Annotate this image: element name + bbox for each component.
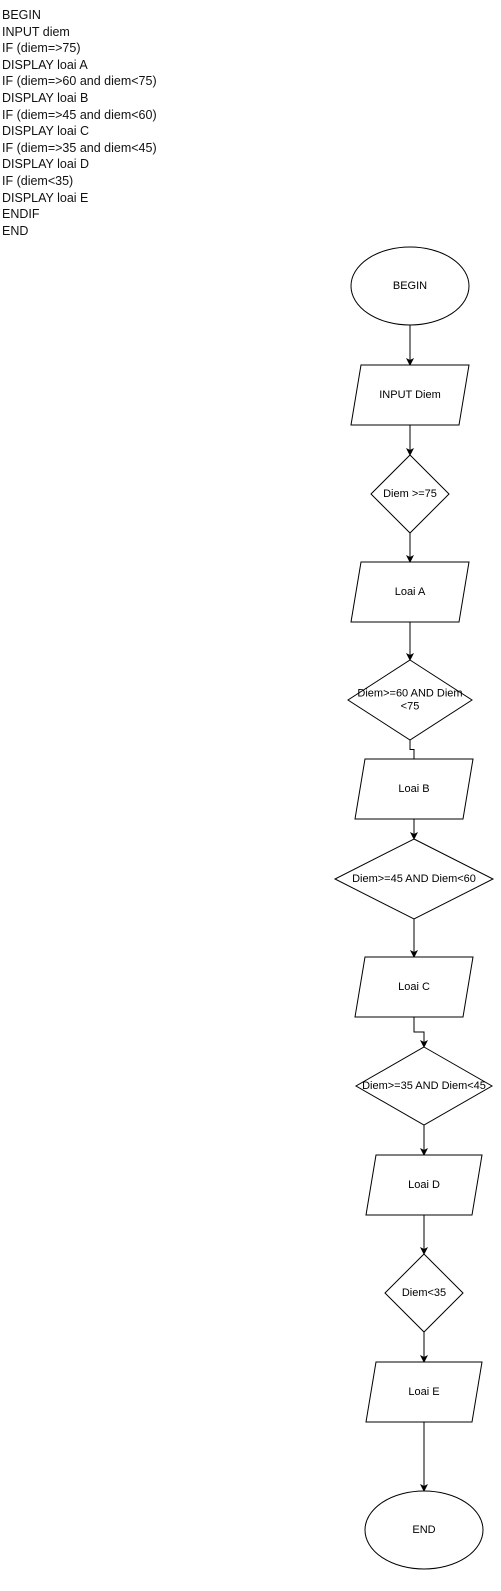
node-loai-d: Loai D	[365, 1154, 483, 1216]
io-shape	[350, 364, 470, 426]
node-label: INPUT Diem	[379, 389, 441, 401]
terminator-shape	[364, 1490, 484, 1570]
node-label: <75	[401, 700, 420, 712]
node-label: Diem>=60 AND Diem	[357, 687, 462, 699]
node-label: Diem>=35 AND Diem<45	[362, 1080, 486, 1092]
node-label: Loai E	[408, 1386, 439, 1398]
decision-shape	[384, 1253, 464, 1333]
node-cond2: Diem>=60 AND Diem<75	[347, 659, 473, 741]
node-cond4: Diem>=35 AND Diem<45	[354, 1046, 494, 1126]
decision-shape	[347, 659, 473, 741]
terminator-shape	[350, 246, 470, 326]
pseudocode-line: DISPLAY loai A	[2, 57, 88, 72]
decision-shape	[333, 838, 495, 920]
io-shape	[365, 1154, 483, 1216]
node-input: INPUT Diem	[350, 364, 470, 426]
node-label: Diem >=75	[383, 488, 437, 500]
pseudocode-line: DISPLAY loai C	[2, 124, 90, 139]
node-cond3: Diem>=45 AND Diem<60	[333, 838, 495, 920]
pseudocode-line: DISPLAY loai E	[2, 190, 89, 205]
node-label: BEGIN	[393, 280, 427, 292]
node-label: Diem>=45 AND Diem<60	[352, 873, 476, 885]
pseudocode-line: DISPLAY loai B	[2, 90, 89, 105]
pseudocode-line: IF (diem=>35 and diem<45)	[2, 140, 157, 155]
node-label: Loai B	[398, 783, 429, 795]
node-label: Loai C	[398, 981, 430, 993]
node-label: END	[412, 1524, 435, 1536]
io-shape	[354, 956, 474, 1018]
pseudocode-line: IF (diem=>45 and diem<60)	[2, 107, 157, 122]
node-cond1: Diem >=75	[370, 454, 450, 534]
pseudocode-line: DISPLAY loai D	[2, 157, 90, 172]
pseudocode-line: IF (diem<35)	[2, 173, 74, 188]
pseudocode-line: INPUT diem	[2, 24, 70, 39]
pseudocode-line: ENDIF	[2, 207, 40, 222]
node-label: Diem<35	[402, 1287, 446, 1299]
node-cond5: Diem<35	[384, 1253, 464, 1333]
node-loai-e: Loai E	[365, 1361, 483, 1423]
io-shape	[350, 561, 470, 623]
node-loai-c: Loai C	[354, 956, 474, 1018]
decision-shape	[370, 454, 450, 534]
decision-shape	[354, 1046, 494, 1126]
node-loai-b: Loai B	[354, 758, 474, 820]
pseudocode-line: IF (diem=>75)	[2, 41, 81, 56]
node-label: Loai A	[395, 586, 426, 598]
pseudocode-line: IF (diem=>60 and diem<75)	[2, 74, 157, 89]
io-shape	[365, 1361, 483, 1423]
pseudocode-line: BEGIN	[2, 8, 41, 22]
node-loai-a: Loai A	[350, 561, 470, 623]
node-end: END	[364, 1490, 484, 1570]
connector-loai-c-to-cond4	[413, 1017, 428, 1048]
node-label: Loai D	[408, 1179, 440, 1191]
io-shape	[354, 758, 474, 820]
pseudocode-line: END	[2, 223, 29, 238]
node-begin: BEGIN	[350, 246, 470, 326]
connector-cond2-to-loai-b	[409, 740, 415, 759]
